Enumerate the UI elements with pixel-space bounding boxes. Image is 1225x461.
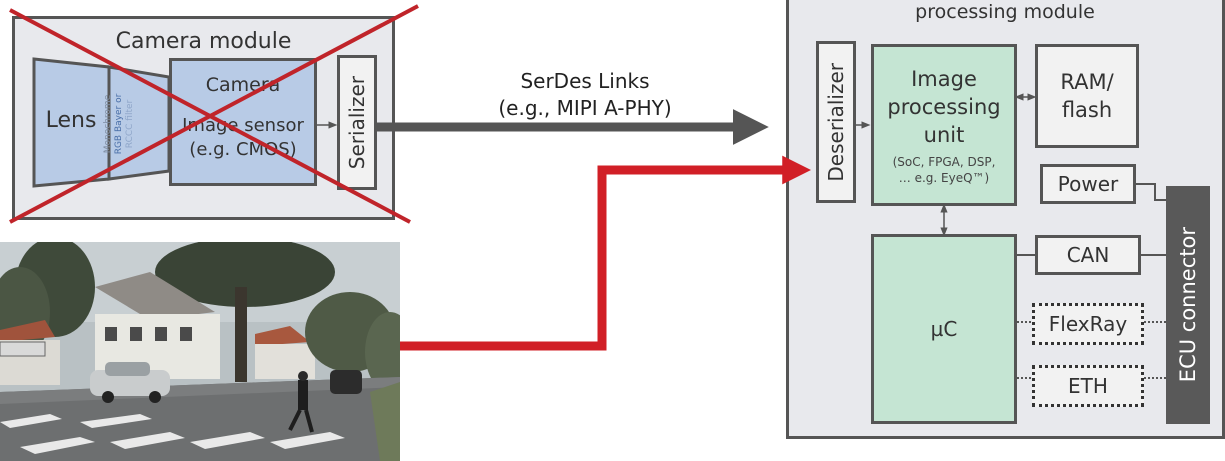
ipu-line3: unit: [923, 122, 965, 147]
ram-flash-box: RAM/ flash: [1035, 44, 1139, 148]
ram-line2: flash: [1061, 98, 1113, 122]
power-box: Power: [1040, 164, 1136, 204]
ipu-sub-line1: (SoC, FPGA, DSP,: [892, 154, 996, 169]
video-link-red-arrow: [400, 155, 812, 351]
filter-line-3: RCCC filter: [125, 99, 135, 148]
deserializer-box: Deserializer: [816, 41, 856, 203]
ipu-line1: Image: [911, 66, 977, 91]
ipu-line2: processing: [887, 94, 1001, 119]
serializer-box: Serializer: [337, 55, 377, 190]
lens-label: Lens: [45, 108, 97, 133]
ram-line1: RAM/: [1060, 70, 1114, 94]
filter-line-1: Monochrome: [103, 94, 113, 153]
flexray-box: FlexRay: [1032, 303, 1144, 345]
ecu-connector: ECU connector: [1166, 186, 1210, 424]
processing-module-title: processing module: [915, 1, 1095, 23]
microcontroller-box: µC: [871, 234, 1017, 424]
serdes-line1: SerDes Links: [520, 69, 650, 93]
can-box: CAN: [1035, 235, 1141, 275]
power-connector-line: [1136, 183, 1166, 201]
eth-box: ETH: [1032, 365, 1144, 407]
ipu-sub-line2: … e.g. EyeQ™): [898, 170, 990, 185]
filter-line-2: RGB Bayer or: [114, 93, 124, 154]
camera-module-cross-2: [9, 4, 419, 224]
image-processing-unit: Image processing unit (SoC, FPGA, DSP, ……: [871, 44, 1017, 206]
serdes-link-label: SerDes Links (e.g., MIPI A-PHY): [455, 68, 715, 122]
street-scene-photo: [0, 242, 400, 461]
image-sensor-label: Image sensor (e.g. CMOS): [170, 114, 316, 162]
camera-box: [169, 58, 317, 186]
serdes-line2: (e.g., MIPI A-PHY): [498, 96, 672, 120]
image-sensor-line1: Image sensor: [182, 115, 304, 136]
lens-shape: [32, 57, 171, 188]
filter-label: Monochrome RGB Bayer or RCCC filter: [103, 93, 135, 154]
image-sensor-line2: (e.g. CMOS): [189, 139, 297, 160]
camera-module-title: Camera module: [115, 29, 292, 54]
